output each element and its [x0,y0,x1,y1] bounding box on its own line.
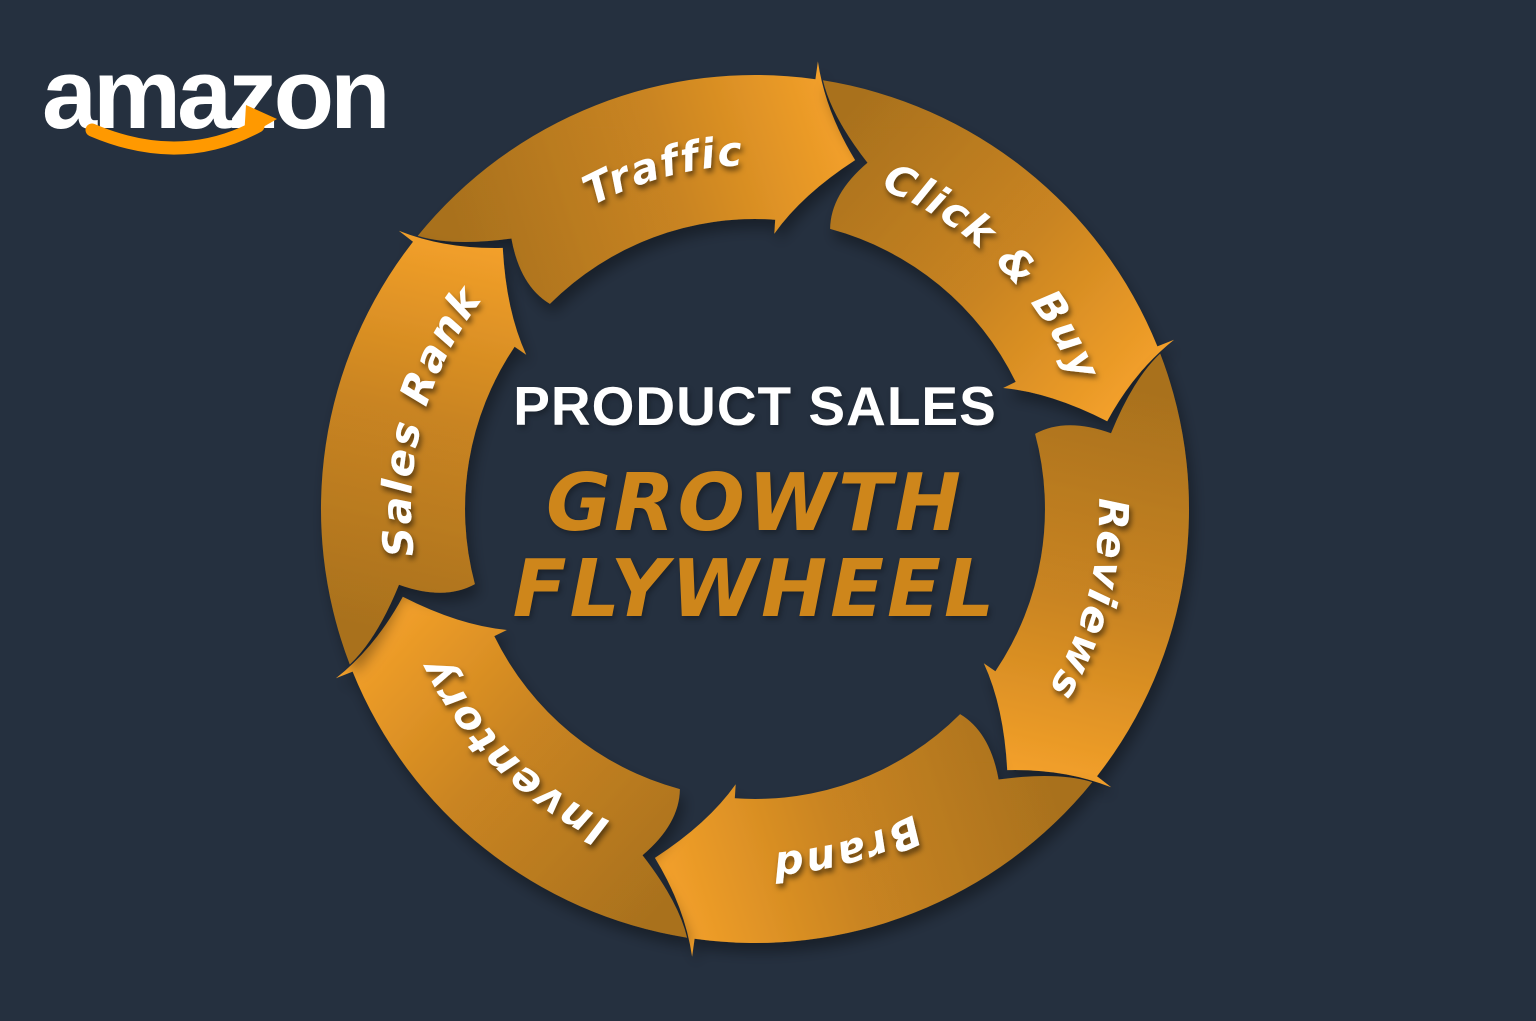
flywheel-arrow-sales-rank [320,230,527,665]
flywheel-arrow-traffic [417,61,856,304]
flywheel-arrow-reviews [983,353,1190,788]
flywheel-arrow-inventory [335,596,688,938]
center-subtitle-line1: GROWTH [546,457,964,549]
center-subtitle-line2: FLYWHEEL [512,543,998,636]
smile-arrowhead [244,105,277,138]
center-title-main: PRODUCT SALES [513,375,997,437]
amazon-logo: amazon [42,44,402,174]
flywheel-arrow-click-and-buy [822,80,1175,422]
smile-curve [85,119,265,155]
flywheel-arrow-brand [654,714,1093,957]
flywheel-center-title: PRODUCT SALES GROWTH FLYWHEEL [513,374,998,630]
amazon-smile-icon [85,105,277,155]
